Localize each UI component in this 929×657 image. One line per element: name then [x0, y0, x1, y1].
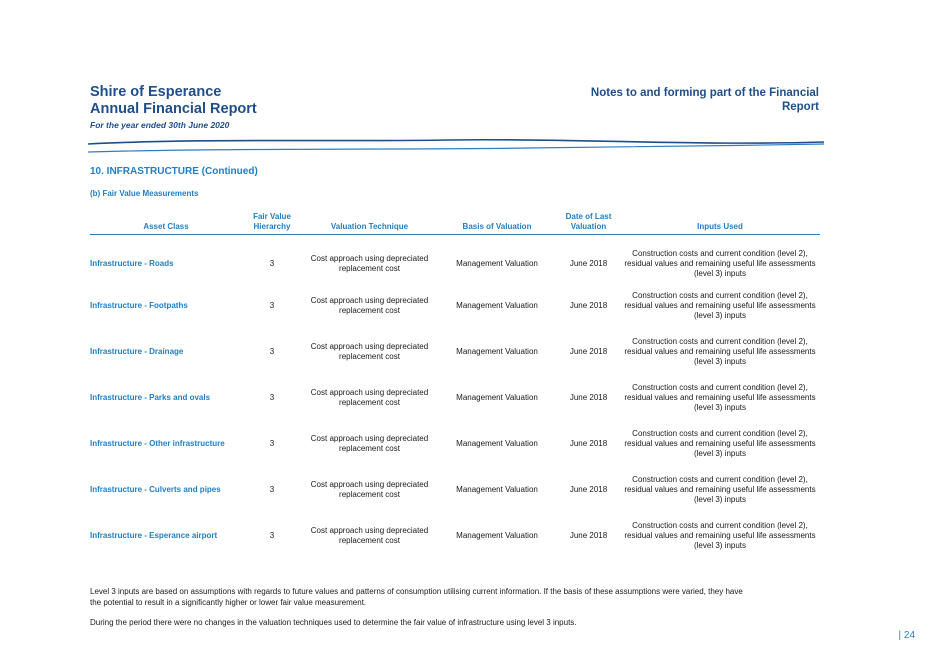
basis-cell: Management Valuation: [456, 347, 538, 356]
table-row: Infrastructure - Other infrastructure 3 …: [90, 421, 820, 467]
inputs-cell: Construction costs and current condition…: [624, 249, 816, 278]
table-row: Infrastructure - Parks and ovals 3 Cost …: [90, 375, 820, 421]
technique-cell: Cost approach using depreciated replacem…: [310, 254, 429, 273]
asset-class-cell: Infrastructure - Esperance airport: [90, 531, 218, 540]
col-asset-class: Asset Class: [90, 212, 242, 235]
date-cell: June 2018: [569, 259, 608, 268]
col-date-of-last-valuation: Date of Last Valuation: [557, 212, 620, 235]
section-subtitle: (b) Fair Value Measurements: [90, 189, 199, 198]
technique-cell: Cost approach using depreciated replacem…: [310, 480, 429, 499]
basis-cell: Management Valuation: [456, 531, 538, 540]
header-left: Shire of Esperance Annual Financial Repo…: [90, 84, 257, 130]
col-fair-value-hierarchy: Fair Value Hierarchy: [242, 212, 302, 235]
inputs-cell: Construction costs and current condition…: [624, 429, 816, 458]
table-header-row: Asset Class Fair Value Hierarchy Valuati…: [90, 212, 820, 235]
basis-cell: Management Valuation: [456, 393, 538, 402]
hierarchy-cell: 3: [269, 531, 275, 540]
section-title: 10. INFRASTRUCTURE (Continued): [90, 166, 258, 177]
hierarchy-cell: 3: [269, 301, 275, 310]
technique-cell: Cost approach using depreciated replacem…: [310, 296, 429, 315]
table-row: Infrastructure - Footpaths 3 Cost approa…: [90, 283, 820, 329]
date-cell: June 2018: [569, 485, 608, 494]
asset-class-cell: Infrastructure - Footpaths: [90, 301, 188, 310]
notes-title: Notes to and forming part of the Financi…: [590, 87, 819, 113]
asset-class-cell: Infrastructure - Culverts and pipes: [90, 485, 221, 494]
basis-cell: Management Valuation: [456, 301, 538, 310]
technique-cell: Cost approach using depreciated replacem…: [310, 388, 429, 407]
level3-note: Level 3 inputs are based on assumptions …: [90, 587, 743, 607]
asset-class-cell: Infrastructure - Drainage: [90, 347, 184, 356]
no-changes-note: During the period there were no changes …: [90, 618, 577, 627]
basis-cell: Management Valuation: [456, 439, 538, 448]
basis-cell: Management Valuation: [456, 485, 538, 494]
inputs-cell: Construction costs and current condition…: [624, 383, 816, 412]
hierarchy-cell: 3: [269, 347, 275, 356]
inputs-cell: Construction costs and current condition…: [624, 291, 816, 320]
date-cell: June 2018: [569, 301, 608, 310]
technique-cell: Cost approach using depreciated replacem…: [310, 526, 429, 545]
inputs-cell: Construction costs and current condition…: [624, 475, 816, 504]
report-title: Annual Financial Report: [90, 101, 257, 117]
asset-class-cell: Infrastructure - Parks and ovals: [90, 393, 211, 402]
col-basis-of-valuation: Basis of Valuation: [437, 212, 557, 235]
fair-value-table: Asset Class Fair Value Hierarchy Valuati…: [90, 212, 820, 559]
inputs-cell: Construction costs and current condition…: [624, 337, 816, 366]
asset-class-cell: Infrastructure - Roads: [90, 259, 174, 268]
date-cell: June 2018: [569, 439, 608, 448]
date-cell: June 2018: [569, 531, 608, 540]
hierarchy-cell: 3: [269, 259, 275, 268]
org-name: Shire of Esperance: [90, 84, 222, 100]
table-row: Infrastructure - Esperance airport 3 Cos…: [90, 513, 820, 559]
technique-cell: Cost approach using depreciated replacem…: [310, 342, 429, 361]
page-number: | 24: [898, 630, 916, 641]
inputs-cell: Construction costs and current condition…: [624, 521, 816, 550]
asset-class-cell: Infrastructure - Other infrastructure: [90, 439, 225, 448]
basis-cell: Management Valuation: [456, 259, 538, 268]
header-swoosh-divider: [88, 138, 824, 153]
table-row: Infrastructure - Drainage 3 Cost approac…: [90, 329, 820, 375]
hierarchy-cell: 3: [269, 439, 275, 448]
col-inputs-used: Inputs Used: [620, 212, 820, 235]
report-period: For the year ended 30th June 2020: [90, 120, 230, 130]
date-cell: June 2018: [569, 393, 608, 402]
table-row: Infrastructure - Culverts and pipes 3 Co…: [90, 467, 820, 513]
date-cell: June 2018: [569, 347, 608, 356]
hierarchy-cell: 3: [269, 485, 275, 494]
table-row: Infrastructure - Roads 3 Cost approach u…: [90, 235, 820, 284]
hierarchy-cell: 3: [269, 393, 275, 402]
technique-cell: Cost approach using depreciated replacem…: [310, 434, 429, 453]
col-valuation-technique: Valuation Technique: [302, 212, 437, 235]
